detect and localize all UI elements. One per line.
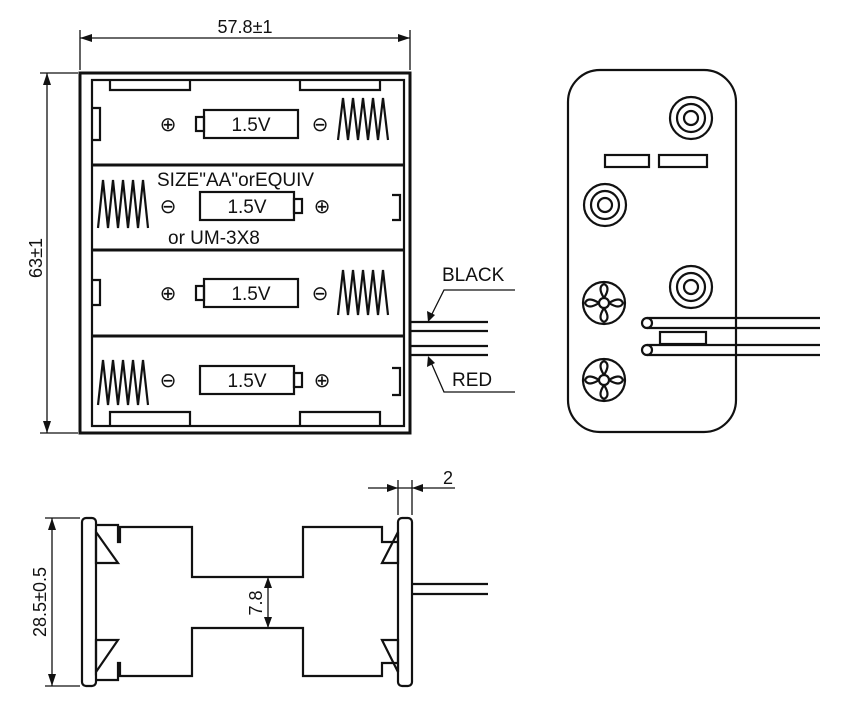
battery-nub <box>194 284 206 302</box>
cell-1: 1.5V ⊕ ⊖ <box>160 108 329 140</box>
battery-nub <box>292 371 304 389</box>
gap-dimension-label: 7.8 <box>246 590 266 615</box>
minus-terminal-icon: ⊖ <box>312 281 329 305</box>
size-note-line-1: SIZE"AA"orEQUIV <box>157 170 314 191</box>
side-tab <box>92 106 102 142</box>
spring-cell-4 <box>96 359 150 406</box>
side-wire-leads <box>412 582 488 596</box>
side-tab <box>392 193 402 222</box>
back-view <box>566 68 820 434</box>
back-plate-outline <box>566 68 738 434</box>
slot <box>657 153 709 169</box>
dimension-arrows <box>387 484 423 492</box>
black-leader-line <box>429 289 515 319</box>
arrowhead <box>427 356 435 367</box>
holder-outer-outline <box>78 71 412 435</box>
plus-terminal-icon: ⊕ <box>160 281 177 305</box>
black-wire-label: BLACK <box>442 265 505 286</box>
width-dimension-label: 57.8±1 <box>218 17 273 37</box>
cell-3: 1.5V ⊕ ⊖ <box>160 277 329 309</box>
cell-4: 1.5V ⊖ ⊕ <box>160 364 331 396</box>
cell-voltage: 1.5V <box>231 115 270 136</box>
depth-dimension-label: 28.5±0.5 <box>30 567 50 637</box>
terminal-screw-icon <box>668 264 714 310</box>
slot <box>658 330 708 346</box>
front-view: 1.5V ⊕ ⊖ 1.5V ⊖ ⊕ SIZE"AA"orEQUIV or UM-… <box>26 17 515 435</box>
wire-exit-hole <box>640 316 654 330</box>
battery-nub <box>194 115 206 133</box>
spring-cell-3 <box>336 269 390 316</box>
wire-exit-hole <box>640 343 654 357</box>
rivet-icon <box>581 357 627 403</box>
rivet-icon <box>581 280 627 326</box>
side-view: 7.8 28.5±0.5 2 <box>30 468 488 688</box>
chamfer <box>380 531 400 565</box>
plus-terminal-icon: ⊕ <box>314 368 331 392</box>
cell-2: 1.5V ⊖ ⊕ SIZE"AA"orEQUIV or UM-3X8 <box>157 170 330 249</box>
top-clips <box>108 80 382 92</box>
bottom-clips <box>108 410 382 426</box>
right-end-plate <box>396 516 414 688</box>
side-tab <box>92 278 102 307</box>
cell-voltage: 1.5V <box>227 197 266 218</box>
chamfer <box>94 638 121 676</box>
plus-terminal-icon: ⊕ <box>160 112 177 136</box>
arrowhead <box>427 311 435 322</box>
plus-terminal-icon: ⊕ <box>314 194 331 218</box>
red-leader-line <box>429 359 515 393</box>
chamfer <box>94 528 121 565</box>
cell-voltage: 1.5V <box>231 284 270 305</box>
body-profile <box>96 523 398 682</box>
holder-inner-outline <box>90 78 406 428</box>
left-end-plate <box>80 516 98 688</box>
cell-voltage: 1.5V <box>227 371 266 392</box>
size-note-line-2: or UM-3X8 <box>168 228 260 249</box>
back-wire-leads <box>647 316 820 357</box>
minus-terminal-icon: ⊖ <box>160 194 177 218</box>
slot <box>603 153 651 169</box>
wire-leads <box>410 320 488 357</box>
red-wire-label: RED <box>452 370 492 391</box>
wall-dimension-label: 2 <box>443 468 453 488</box>
minus-terminal-icon: ⊖ <box>160 368 177 392</box>
dimension-arrows <box>264 577 272 628</box>
spring-cell-1 <box>336 97 390 141</box>
terminal-screw-icon <box>668 95 714 141</box>
height-dimension-label: 63±1 <box>26 238 46 278</box>
battery-nub <box>292 197 304 215</box>
minus-terminal-icon: ⊖ <box>312 112 329 136</box>
chamfer <box>380 638 400 673</box>
side-tab <box>392 366 402 397</box>
spring-cell-2 <box>96 179 150 229</box>
terminal-screw-icon <box>582 182 628 228</box>
